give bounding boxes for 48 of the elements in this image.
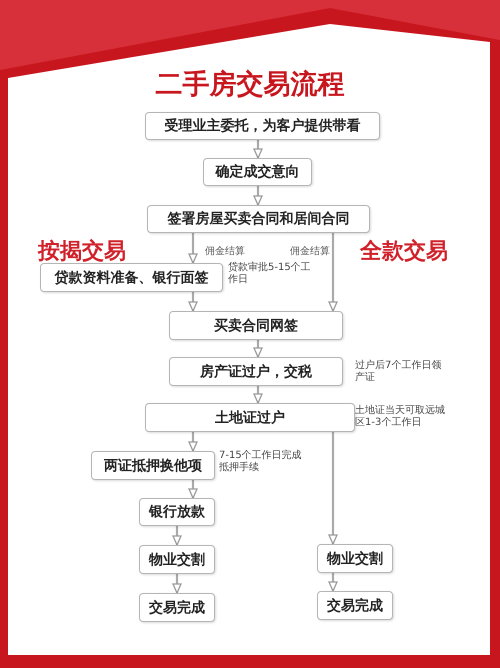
arrow xyxy=(188,292,198,312)
arrow xyxy=(253,386,263,404)
process-box xyxy=(91,451,215,480)
process-box xyxy=(147,205,370,233)
note-text: 7-15个工作日完成抵押手续 xyxy=(219,450,303,474)
arrow xyxy=(328,233,338,312)
process-box xyxy=(169,357,343,386)
arrow xyxy=(253,186,263,206)
process-box xyxy=(317,544,393,573)
note-text: 贷款审批5-15个工作日 xyxy=(228,262,312,286)
arrow xyxy=(253,340,263,358)
edge-label: 佣金结算 xyxy=(290,244,330,258)
step-label: 确定成交意向 xyxy=(216,163,300,181)
step-label: 物业交割 xyxy=(149,550,205,568)
branch-heading: 按揭交易 xyxy=(38,238,126,266)
step-label: 受理业主委托，为客户提供带看 xyxy=(164,117,360,135)
arrow xyxy=(328,573,338,592)
process-box xyxy=(139,545,215,574)
step-label: 银行放款 xyxy=(149,503,205,521)
process-box xyxy=(169,311,343,340)
step-label: 交易完成 xyxy=(327,596,383,614)
step-label: 土地证过户 xyxy=(215,408,285,426)
title: 二手房交易流程 xyxy=(154,68,346,102)
arrow xyxy=(188,432,198,452)
note-text: 土地证当天可取远城区1-3个工作日 xyxy=(355,405,445,429)
arrow xyxy=(172,574,182,594)
edge-label: 佣金结算 xyxy=(205,244,245,258)
arrow xyxy=(172,526,182,546)
step-label: 两证抵押换他项 xyxy=(104,456,202,474)
process-box xyxy=(139,593,215,622)
step-label: 签署房屋买卖合同和居间合同 xyxy=(168,210,350,228)
step-label: 交易完成 xyxy=(149,598,205,616)
arrow xyxy=(328,432,338,545)
step-label: 房产证过户，交税 xyxy=(200,362,312,380)
arrow xyxy=(188,480,198,499)
process-box xyxy=(145,403,355,432)
arrow xyxy=(253,140,263,159)
process-box xyxy=(139,498,215,526)
branch-heading: 全款交易 xyxy=(360,238,448,266)
note-text: 过户后7个工作日领产证 xyxy=(355,360,442,384)
step-label: 物业交割 xyxy=(327,550,383,568)
process-box xyxy=(203,158,312,186)
arrow xyxy=(188,233,198,264)
step-label: 贷款资料准备、银行面签 xyxy=(54,268,208,286)
process-box xyxy=(40,263,223,292)
step-label: 买卖合同网签 xyxy=(214,316,298,334)
process-box xyxy=(145,112,380,140)
process-box xyxy=(317,591,393,620)
